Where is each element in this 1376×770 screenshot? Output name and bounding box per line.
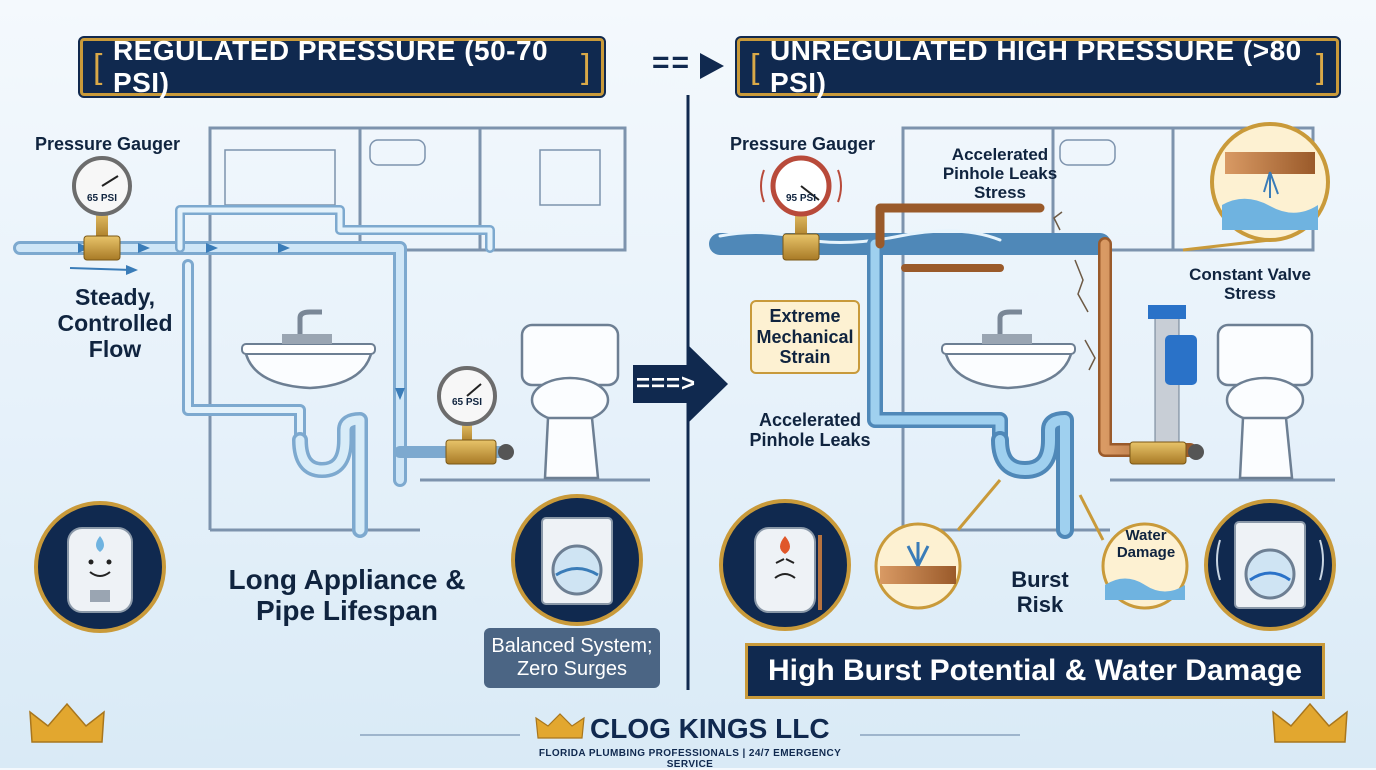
valve-stress-label: Constant Valve Stress — [1189, 265, 1311, 304]
right-gauge-reading: 95 PSI — [785, 193, 817, 204]
balanced-system-badge: Balanced System; Zero Surges — [484, 628, 660, 688]
pinhole-leaks-stress-label: Accelerated Pinhole Leaks Stress — [942, 145, 1058, 203]
extreme-strain-callout: Extreme Mechanical Strain — [750, 300, 860, 374]
top-arrow-text: == — [652, 46, 692, 79]
fill-valve-icon — [1129, 305, 1204, 465]
left-gauge-reading: 65 PSI — [86, 193, 118, 204]
right-sink — [941, 309, 1076, 390]
brand-crown-icon — [535, 713, 585, 739]
right-gauge-label: Pressure Gauger — [729, 134, 876, 154]
left-flow-arrows — [78, 243, 405, 400]
pipe-burst-inset-icon — [1182, 122, 1330, 252]
middle-arrow-text: ===> — [636, 370, 697, 397]
left-toilet — [520, 323, 620, 480]
right-panel-title: [UNREGULATED HIGH PRESSURE (>80 PSI)] — [737, 35, 1339, 98]
pinhole-leaks-label: Accelerated Pinhole Leaks — [749, 410, 871, 451]
right-pressure-gauge — [760, 155, 842, 261]
left-gauge-label: Pressure Gauger — [34, 134, 181, 154]
right-toilet — [1216, 323, 1314, 480]
water-heater-icon-stressed — [719, 499, 851, 631]
washing-machine-icon-stressed — [1204, 499, 1336, 631]
left-valve-gauge — [437, 366, 514, 465]
lifespan-label: Long Appliance & Pipe Lifespan — [228, 564, 466, 627]
steady-flow-label: Steady, Controlled Flow — [57, 284, 173, 362]
left-panel-title: [REGULATED PRESSURE (50-70 PSI)] — [80, 35, 604, 98]
left-valve-gauge-reading: 65 PSI — [451, 397, 483, 408]
crown-icon-left — [29, 702, 105, 743]
water-heater-icon-calm — [34, 501, 166, 633]
flow-indicator-arrow — [69, 267, 131, 271]
left-floor-plan — [208, 126, 650, 532]
top-arrow-head — [700, 53, 724, 79]
crack-lines — [1053, 211, 1096, 371]
left-sink — [241, 309, 376, 390]
washing-machine-icon-calm — [511, 494, 643, 626]
brand-tagline: FLORIDA PLUMBING PROFESSIONALS | 24/7 EM… — [538, 748, 842, 770]
water-damage-inset-icon — [1078, 494, 1189, 610]
crown-icon-right — [1272, 702, 1348, 743]
brand-name: CLOG KINGS LLC — [590, 713, 830, 744]
middle-arrow — [633, 345, 728, 423]
pinhole-leak-inset-icon — [874, 479, 1002, 610]
high-burst-banner: High Burst Potential & Water Damage — [745, 643, 1325, 699]
left-pressure-gauge — [72, 156, 132, 261]
water-damage-label: Water Damage — [1116, 527, 1176, 561]
burst-risk-label: Burst Risk — [1011, 567, 1069, 617]
